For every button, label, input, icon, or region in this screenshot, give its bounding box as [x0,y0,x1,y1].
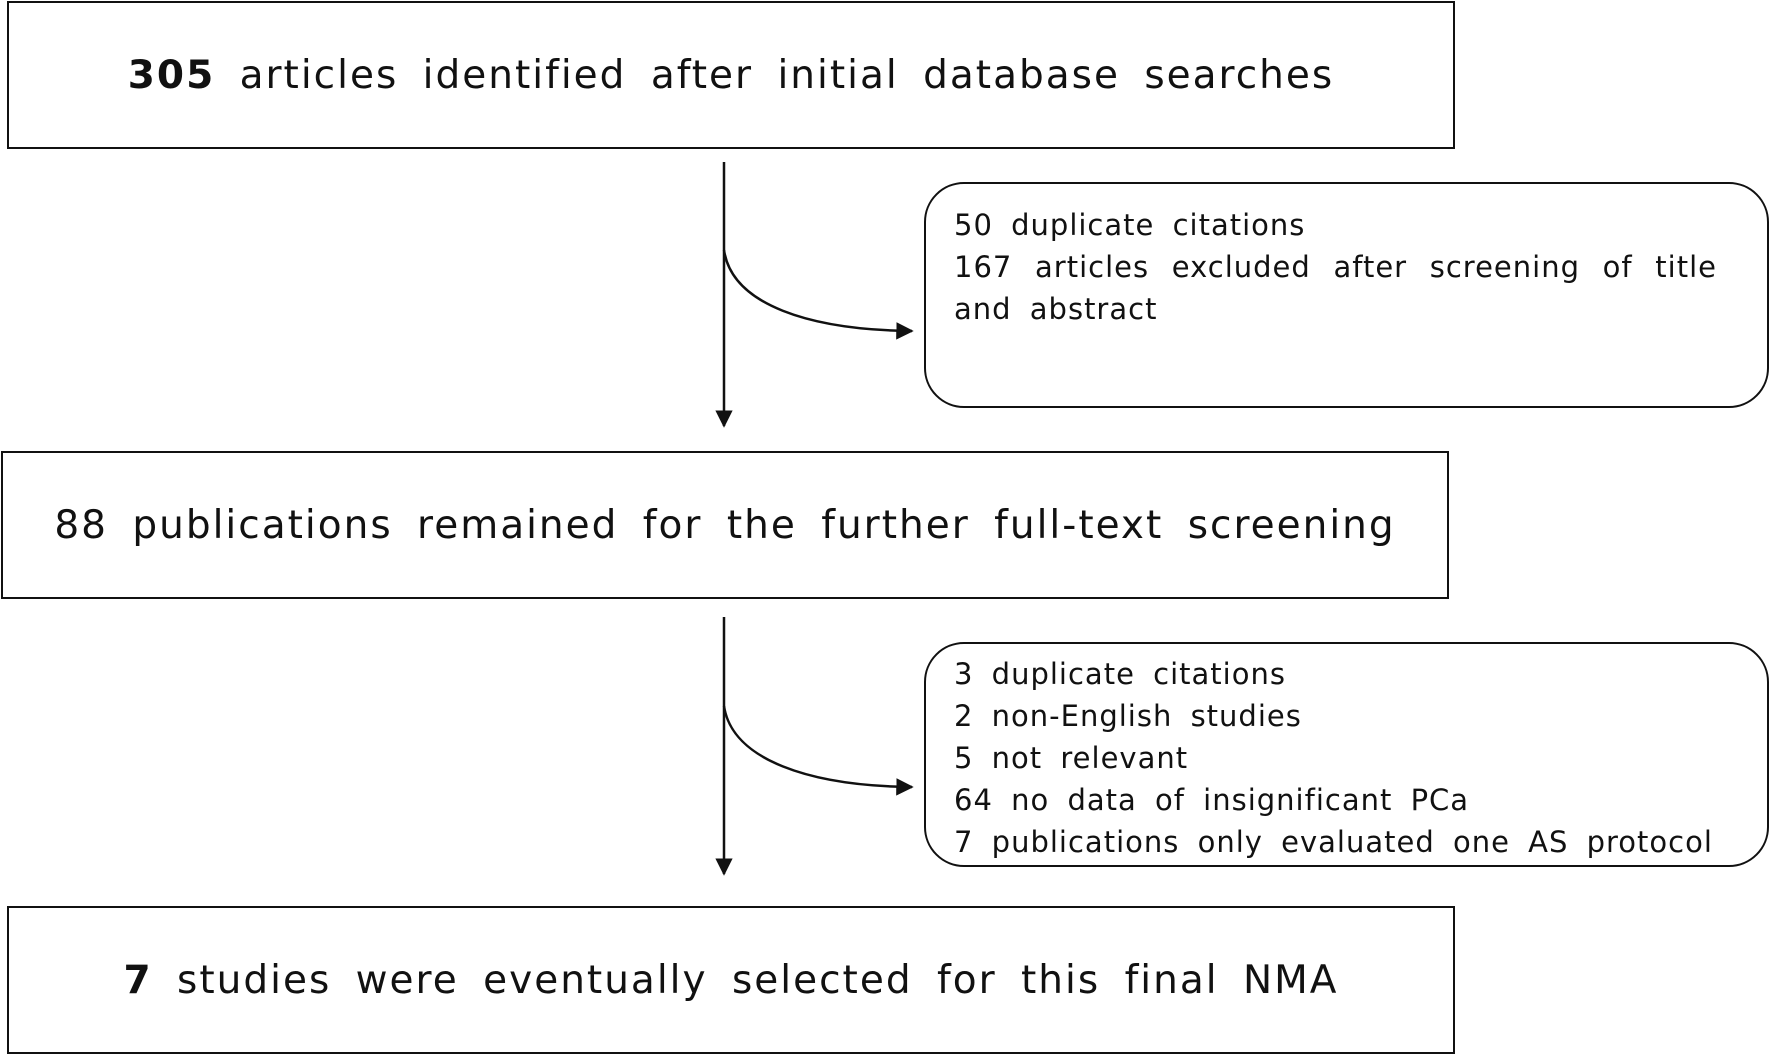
identified-box: 305 articles identified after initial da… [7,1,1455,149]
exclusions-box-2: 3 duplicate citations 2 non-English stud… [924,642,1769,867]
exclusion-2-line-3: 5 not relevant [954,741,1189,775]
identified-count: 305 [127,52,216,98]
fulltext-box: 88 publications remained for the further… [1,451,1449,599]
exclusion-1-line-1: 50 duplicate citations [954,208,1306,242]
exclusion-2-line-2: 2 non-English studies [954,699,1302,733]
exclusion-2-line-5: 7 publications only evaluated one AS pro… [954,825,1713,859]
final-box: 7 studies were eventually selected for t… [7,906,1455,1054]
final-text: studies were eventually selected for thi… [177,957,1339,1003]
arrow-branch-2 [722,705,914,796]
identified-text: articles identified after initial databa… [239,52,1335,98]
arrow-branch-1 [722,249,914,340]
exclusion-1-line-2: 167 articles excluded after screening of… [954,250,1717,326]
exclusion-2-line-1: 3 duplicate citations [954,657,1286,691]
exclusion-2-line-4: 64 no data of insignificant PCa [954,783,1470,817]
final-count: 7 [123,957,153,1003]
fulltext-text: 88 publications remained for the further… [54,502,1396,548]
exclusions-box-1: 50 duplicate citations 167 articles excl… [924,182,1769,408]
